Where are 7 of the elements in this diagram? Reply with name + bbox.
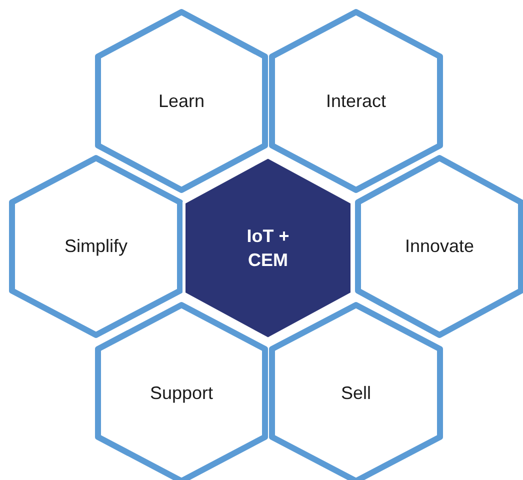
hexagon-label: Simplify [64, 235, 128, 258]
hexagon-label: Learn [158, 90, 205, 113]
hexagon-label: Sell [340, 382, 371, 405]
hexagon-label: Interact [326, 90, 386, 113]
hexagon-label: Innovate [404, 235, 474, 258]
hexagon-label: Support [150, 382, 214, 405]
hexagon-label: IoT + CEM [246, 224, 290, 272]
